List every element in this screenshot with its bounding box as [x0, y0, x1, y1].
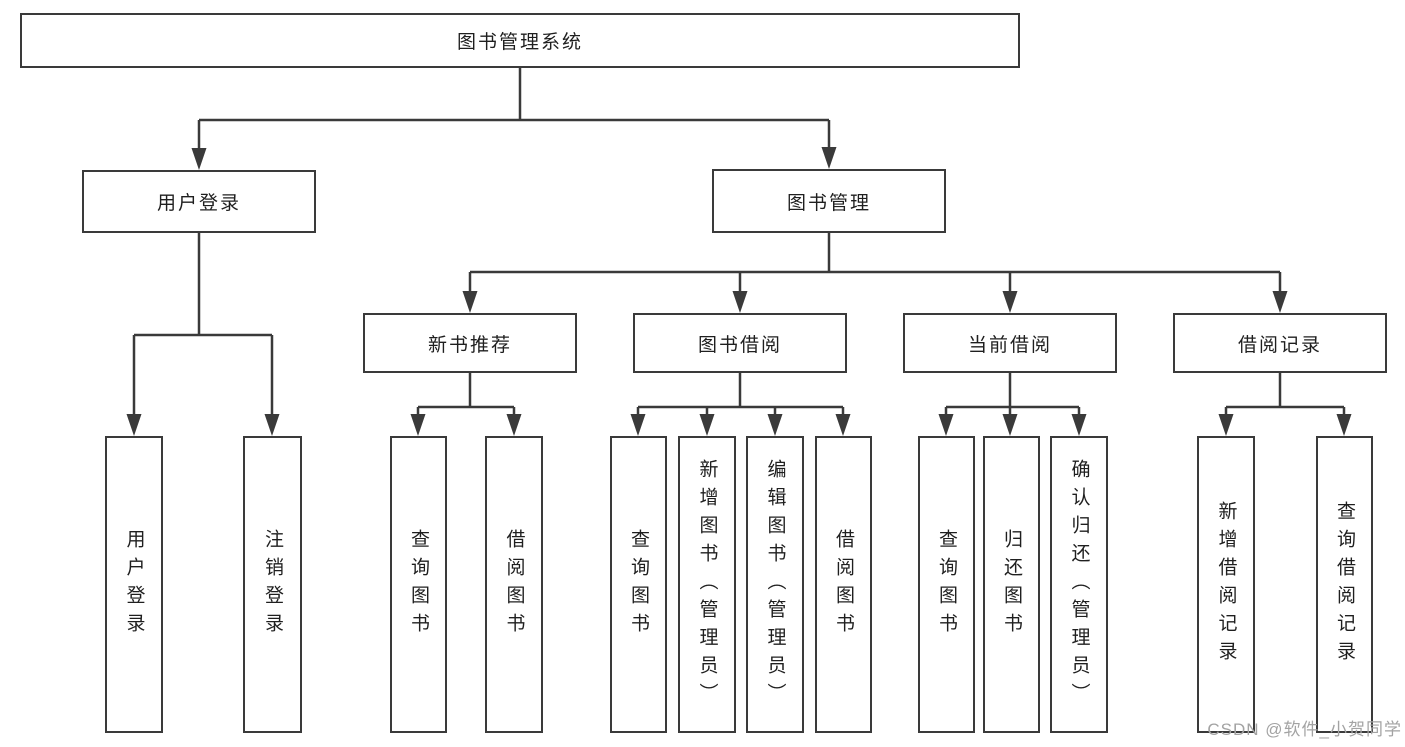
leaf-borrow-books: 借阅图书 [815, 436, 872, 733]
leaf-label: 借阅图书 [503, 528, 525, 641]
csdn-watermark: CSDN @软件_小贺同学 [1207, 720, 1402, 739]
leaf-recommend-borrow-books: 借阅图书 [485, 436, 543, 733]
node-label: 当前借阅 [967, 334, 1052, 356]
node-label: 借阅记录 [1237, 334, 1322, 356]
leaf-add-borrow-record: 新增借阅记录 [1197, 436, 1255, 733]
node-label: 用户登录 [156, 193, 241, 214]
leaf-current-query-books: 查询图书 [918, 436, 975, 733]
leaf-label: 用户登录 [123, 528, 145, 641]
leaf-user-login: 用户登录 [105, 436, 163, 733]
leaf-return-books: 归还图书 [983, 436, 1040, 733]
leaf-label: 查询图书 [408, 528, 429, 641]
leaf-logout: 注销登录 [243, 436, 302, 733]
node-label: 图书管理 [786, 192, 871, 214]
leaf-label: 注销登录 [262, 528, 283, 641]
leaf-label: 新增借阅记录 [1215, 500, 1237, 669]
node-library-management-system: 图书管理系统 [20, 13, 1020, 68]
leaf-add-books-admin: 新增图书（管理员） [678, 436, 736, 733]
leaf-confirm-return-admin: 确认归还（管理员） [1050, 436, 1108, 733]
leaf-label: 查询图书 [628, 528, 649, 641]
leaf-edit-books-admin: 编辑图书（管理员） [746, 436, 804, 733]
leaf-label: 查询图书 [936, 528, 957, 641]
node-borrowing-records: 借阅记录 [1173, 313, 1387, 373]
leaf-label: 新增图书（管理员） [696, 458, 718, 711]
node-label: 图书管理系统 [456, 32, 583, 53]
leaf-borrowing-query-books: 查询图书 [610, 436, 667, 733]
node-user-login: 用户登录 [82, 170, 316, 233]
node-new-book-recommend: 新书推荐 [363, 313, 577, 373]
leaf-label: 借阅图书 [833, 528, 854, 641]
leaf-label: 编辑图书（管理员） [764, 458, 786, 711]
node-current-borrowing: 当前借阅 [903, 313, 1117, 373]
node-book-management: 图书管理 [712, 169, 946, 233]
node-book-borrowing: 图书借阅 [633, 313, 847, 373]
node-label: 新书推荐 [427, 334, 512, 356]
leaf-label: 归还图书 [1001, 528, 1022, 641]
leaf-query-borrow-record: 查询借阅记录 [1316, 436, 1373, 733]
leaf-label: 确认归还（管理员） [1068, 458, 1090, 711]
leaf-recommend-query-books: 查询图书 [390, 436, 447, 733]
leaf-label: 查询借阅记录 [1334, 500, 1355, 669]
node-label: 图书借阅 [697, 334, 782, 356]
